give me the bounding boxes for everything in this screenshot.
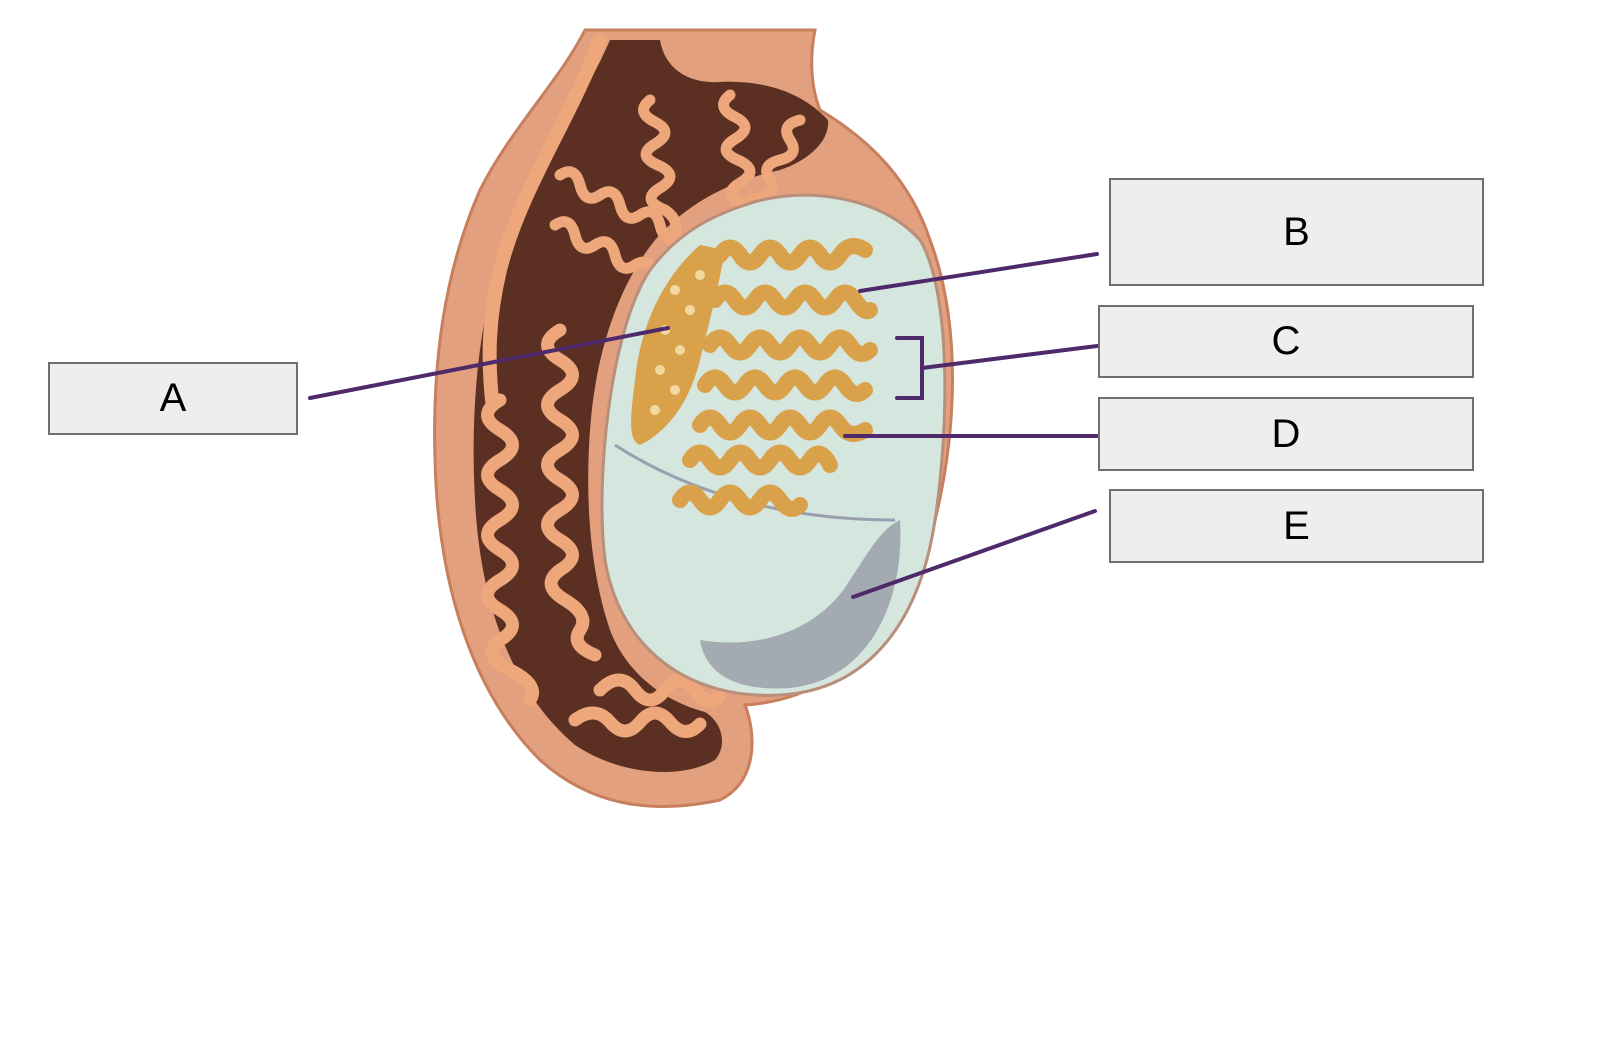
ductus-deferens [482, 33, 607, 407]
rete-testis [631, 245, 725, 445]
label-box-b[interactable]: B [1109, 178, 1484, 286]
rete-testis-holes [650, 270, 705, 415]
label-text-d: D [1271, 411, 1301, 456]
leader-line-b [858, 252, 1099, 293]
leader-line-e [851, 509, 1097, 599]
label-text-e: E [1283, 503, 1310, 548]
leader-line-a [308, 326, 670, 400]
label-box-a[interactable]: A [48, 362, 298, 435]
efferent-ductules [549, 89, 806, 286]
testis-body [600, 193, 947, 697]
label-text-c: C [1271, 319, 1301, 363]
leader-lines [308, 252, 1099, 599]
label-box-c[interactable]: C [1098, 305, 1474, 378]
label-text-b: B [1283, 209, 1310, 254]
tunica-albuginea [700, 520, 901, 689]
label-text-a: A [159, 376, 187, 420]
label-box-e[interactable]: E [1109, 489, 1484, 563]
epididymis-tubules [481, 323, 727, 738]
leader-line-c [920, 344, 1099, 370]
label-box-d[interactable]: D [1098, 397, 1474, 471]
seminiferous-tubules [672, 238, 878, 517]
